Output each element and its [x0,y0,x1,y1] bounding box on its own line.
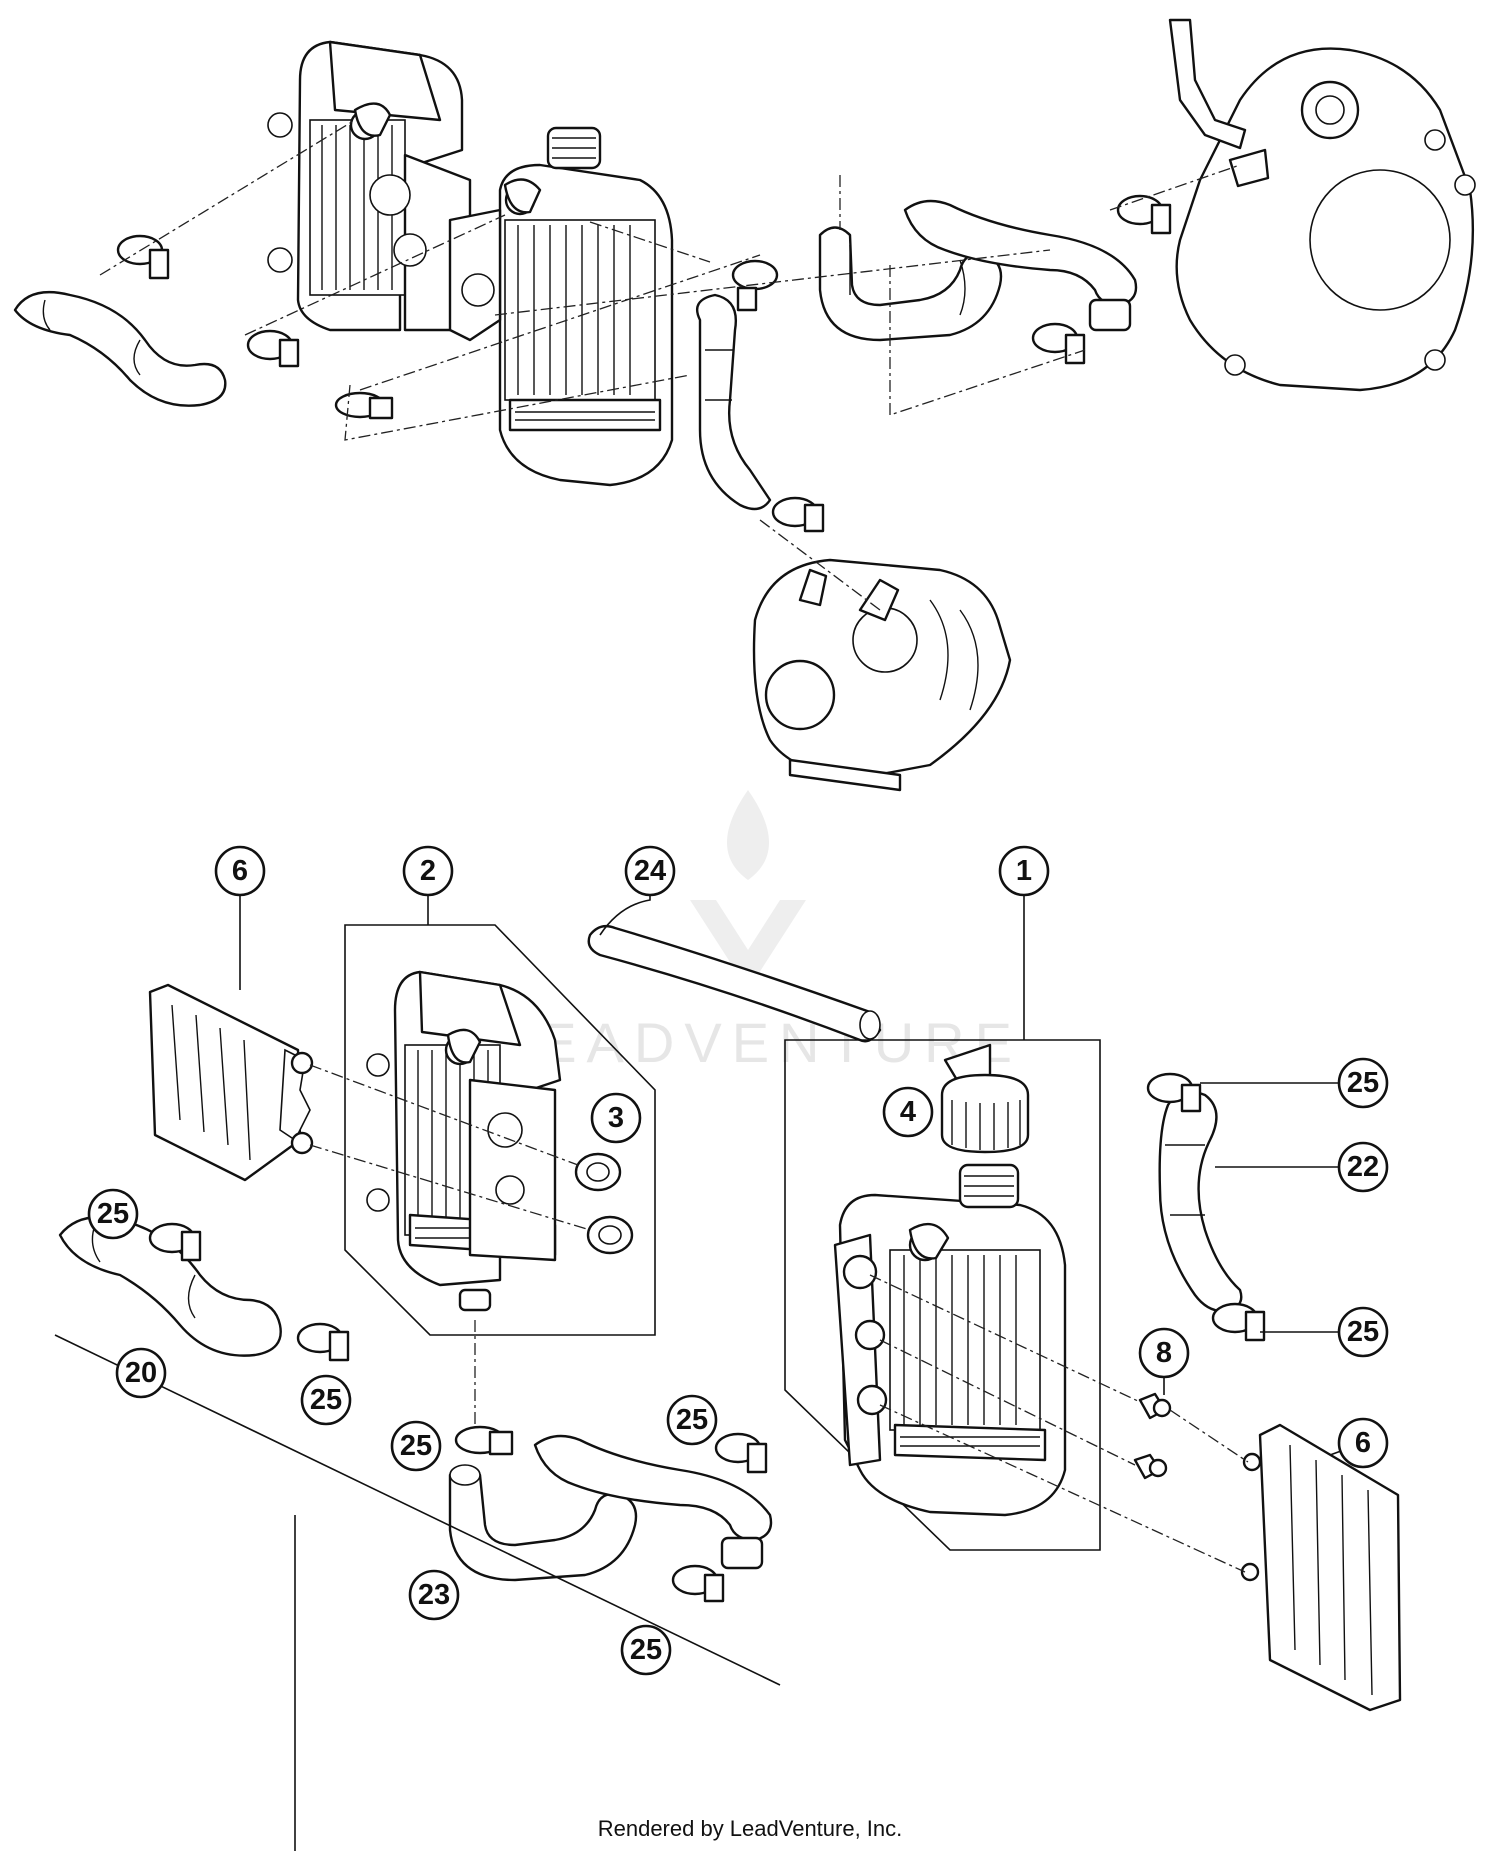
top-coupling-hose [818,199,1138,342]
clamp-e [454,1425,514,1456]
svg-text:25: 25 [1347,1067,1379,1099]
svg-text:6: 6 [232,855,248,887]
callout-6-right: 6 [1337,1417,1389,1469]
callout-20: 20 [115,1347,167,1399]
coupling-hose-23 [448,1434,773,1582]
svg-text:20: 20 [125,1357,157,1389]
group-box-1 [784,1039,1101,1551]
svg-text:2: 2 [420,855,436,887]
callout-23: 23 [408,1569,460,1621]
svg-text:1: 1 [1016,855,1032,887]
svg-text:25: 25 [630,1634,662,1666]
callout-2: 2 [402,845,454,897]
svg-text:4: 4 [900,1096,916,1128]
bolts [1133,1392,1172,1480]
svg-text:25: 25 [1347,1316,1379,1348]
svg-text:23: 23 [418,1579,450,1611]
left-radiator-guard [148,983,314,1182]
svg-text:25: 25 [310,1384,342,1416]
clamp-b [1211,1302,1266,1342]
right-radiator-guard [1240,1423,1402,1712]
callout-4: 4 [882,1086,934,1138]
callout-25-right-mid: 25 [1337,1306,1389,1358]
callout-8: 8 [1138,1327,1190,1379]
bottom-assembly [54,924,1402,1851]
svg-text:6: 6 [1355,1427,1371,1459]
top-guide-lines [99,119,1241,611]
group-box-2 [344,924,656,1336]
top-cylinder [752,558,1012,792]
top-right-radiator [448,126,674,487]
left-radiator [366,970,562,1312]
top-crankcase-cover [1168,18,1476,392]
top-assembly [13,18,1476,792]
svg-text:24: 24 [634,855,666,887]
callout-25-mid: 25 [666,1394,718,1446]
hose-clamps [148,1072,1266,1603]
grommets [574,1152,634,1255]
callout-1: 1 [998,845,1050,897]
svg-text:25: 25 [676,1404,708,1436]
callout-25-bottom: 25 [620,1624,672,1676]
bottom-guide-lines [309,1064,1249,1573]
right-hose-22 [1158,1090,1243,1313]
watermark: LEADVENTURE [498,790,1022,1074]
callout-3: 3 [590,1092,642,1144]
clamp-d [296,1322,350,1362]
callout-25-left-bottom: 25 [300,1374,352,1426]
right-radiator [833,1163,1067,1517]
svg-text:22: 22 [1347,1151,1379,1183]
clamp-f [714,1432,768,1474]
callout-25-left-top: 25 [87,1188,139,1240]
callouts: 6 2 24 1 3 4 25 22 [87,845,1389,1676]
callout-24: 24 [624,845,676,897]
top-center-hose [695,293,772,511]
svg-text:25: 25 [400,1430,432,1462]
svg-text:25: 25 [97,1198,129,1230]
radiator-cap [940,1043,1030,1154]
svg-text:3: 3 [608,1102,624,1134]
clamp-c [148,1222,202,1262]
clamp-a [1146,1072,1202,1113]
reference-lines [54,1334,781,1851]
top-left-radiator [267,40,472,332]
render-credit: Rendered by LeadVenture, Inc. [597,1816,903,1841]
callout-25-top-right: 25 [1337,1057,1389,1109]
callout-6-left: 6 [214,845,266,897]
callout-22: 22 [1337,1141,1389,1193]
watermark-text: LEADVENTURE [498,1011,1022,1074]
clamp-g [671,1564,725,1603]
callout-25-center: 25 [390,1420,442,1472]
top-left-hose [13,291,227,407]
svg-text:8: 8 [1156,1337,1172,1369]
